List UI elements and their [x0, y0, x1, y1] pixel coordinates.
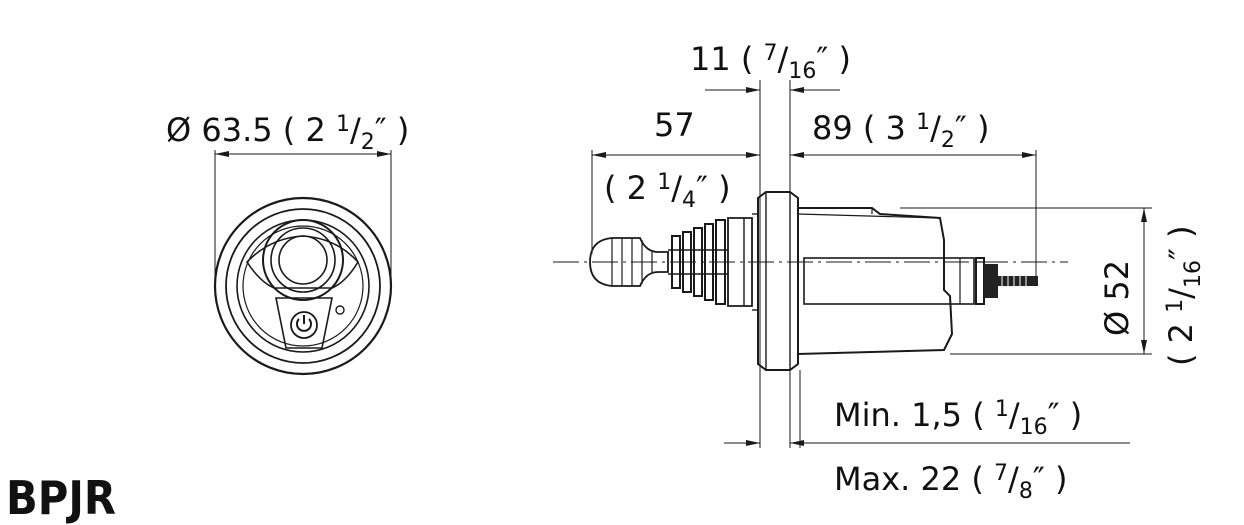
knob-mid: [270, 227, 336, 293]
indicator-dot: [335, 305, 345, 315]
flange-thickness-label: 11 ( 7/16″ ): [690, 40, 851, 84]
dim-rear-length: 89 ( 3 1/2″ ): [790, 109, 1037, 278]
dim-front-length: 57 ( 2 1/4″ ): [591, 106, 760, 254]
boot-ring-inner: [242, 225, 364, 347]
inner-rim: [225, 208, 381, 364]
front-length-mm-label: 57: [654, 106, 695, 144]
knob-outer: [262, 219, 344, 301]
rear-connector: [975, 257, 1038, 305]
power-button: [290, 311, 318, 339]
dim-panel-thickness: Min. 1,5 ( 1/16″ ) Max. 22 ( 7/8″ ): [724, 370, 1130, 504]
boot-shape: [245, 235, 359, 289]
arrowhead: [215, 151, 229, 157]
button-housing: [275, 297, 333, 349]
panel-min-label: Min. 1,5 ( 1/16″ ): [834, 396, 1082, 440]
rear-length-label: 89 ( 3 1/2″ ): [812, 109, 989, 153]
bellows: [668, 219, 728, 305]
front-view: Ø 63.5 ( 2 1/2″ ): [166, 111, 409, 376]
body-diameter-inch-label: ( 2 1/16″ ): [1162, 225, 1206, 366]
body-diameter-mm-label: Ø 52: [1098, 260, 1136, 336]
dim-body-diameter: Ø 52 ( 2 1/16″ ): [900, 207, 1206, 366]
boot-ring-outer: [236, 219, 370, 353]
front-length-inch-label: ( 2 1/4″ ): [604, 169, 731, 213]
outer-rim: [213, 196, 393, 376]
model-name: BPJR: [6, 471, 116, 525]
panel-max-label: Max. 22 ( 7/8″ ): [834, 460, 1067, 504]
flange: [752, 191, 799, 371]
power-icon: [296, 315, 312, 332]
dim-flange-thickness: 11 ( 7/16″ ): [690, 40, 851, 448]
arrowhead: [377, 151, 391, 157]
rear-body: [797, 207, 984, 356]
side-view: 11 ( 7/16″ ) 57 ( 2 1/4″ ): [553, 40, 1206, 504]
front-diameter-label: Ø 63.5 ( 2 1/2″ ): [166, 111, 409, 155]
knob-inner: [278, 235, 328, 285]
joystick-knob: [589, 237, 669, 287]
